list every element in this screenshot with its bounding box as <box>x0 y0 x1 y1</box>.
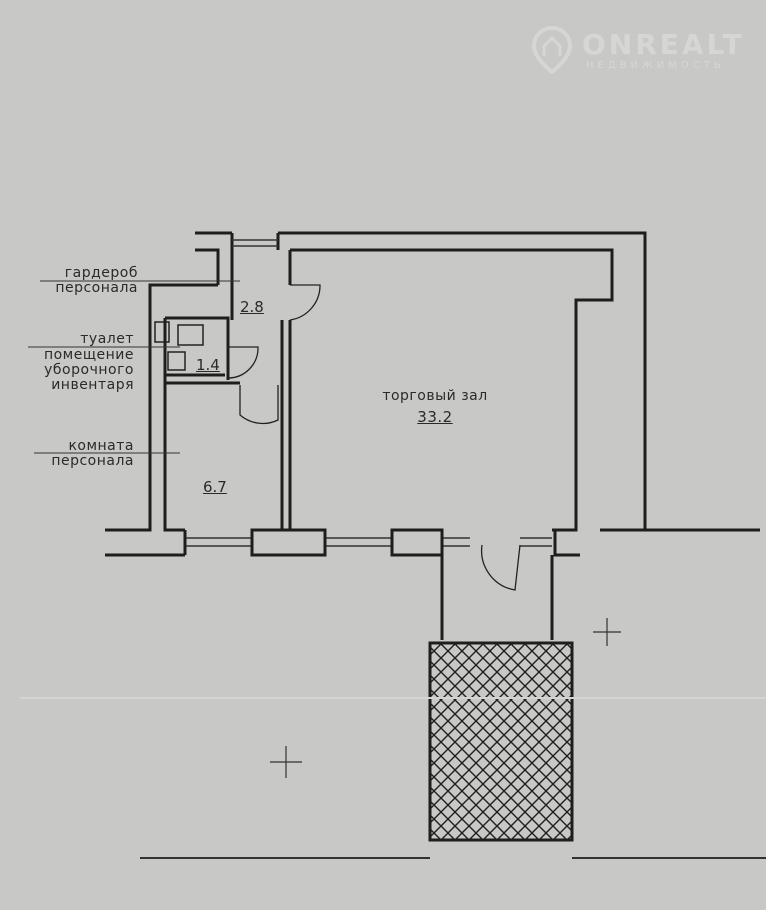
toilet-fixtures <box>154 321 204 371</box>
logo-subtitle: НЕДВИЖИМОСТЬ <box>586 60 725 71</box>
label-line: гардероб <box>64 265 138 281</box>
windows <box>185 239 552 547</box>
label-line: персонала <box>51 453 134 469</box>
label-line: инвентаря <box>51 377 134 393</box>
staff-room-label: комната персонала <box>10 439 134 469</box>
onrealt-logo: ONREALT НЕДВИЖИМОСТЬ <box>530 25 742 78</box>
plus-marks <box>270 618 621 778</box>
doors <box>227 284 521 591</box>
label-line: туалет <box>80 331 134 347</box>
logo-name: ONREALT <box>582 28 745 61</box>
location-pin-icon <box>531 25 573 75</box>
label-line: уборочного <box>44 362 134 378</box>
wardrobe-label: гардероб персонала <box>20 266 138 296</box>
sales-hall-label: торговый зал 33.2 <box>350 388 520 426</box>
wardrobe-area: 2.8 <box>240 298 264 316</box>
label-line: торговый зал <box>382 388 488 404</box>
walls <box>105 231 760 640</box>
cleaning-room-label: помещение уборочного инвентаря <box>10 348 134 393</box>
sales-hall-area: 33.2 <box>417 408 453 426</box>
label-line: помещение <box>43 347 134 363</box>
porch-hatch <box>428 641 574 842</box>
label-line: персонала <box>55 280 138 296</box>
label-line: комната <box>68 438 134 454</box>
wall-piers <box>183 528 580 557</box>
toilet-label: туалет <box>10 332 134 347</box>
staff-room-area: 6.7 <box>203 478 227 496</box>
toilet-area: 1.4 <box>196 356 220 374</box>
leader-lines <box>28 280 240 454</box>
